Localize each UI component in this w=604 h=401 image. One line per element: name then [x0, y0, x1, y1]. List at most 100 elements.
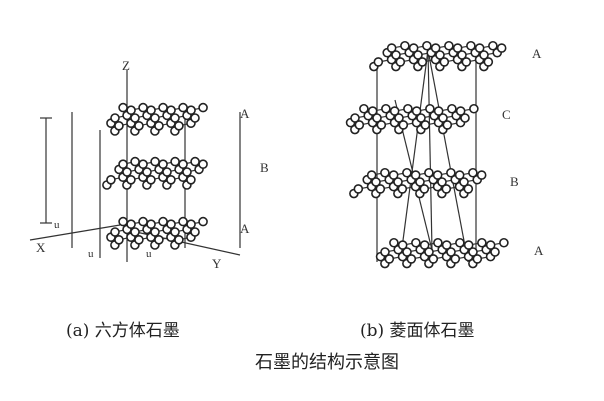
carbon-atom [174, 120, 184, 131]
carbon-atom [447, 103, 457, 114]
carbon-atom [381, 103, 391, 114]
carbon-atom [461, 57, 472, 67]
carbon-atom [198, 102, 208, 113]
carbon-atom [174, 234, 184, 245]
carbon-atom [433, 106, 444, 116]
carbon-atom [419, 240, 430, 250]
caption-hexagonal: (a) 六方体石墨 [66, 321, 180, 341]
carbon-atom [402, 167, 412, 178]
carbon-atom [496, 43, 507, 53]
layer-label-a-bottom: A [240, 221, 250, 236]
carbon-atom [106, 174, 116, 185]
carbon-atom [424, 247, 434, 257]
carbon-atom [425, 103, 435, 114]
carbon-atom [150, 156, 160, 167]
y-axis-line [126, 229, 241, 256]
carbon-atom [463, 240, 474, 250]
carbon-atom [417, 57, 428, 67]
carbon-atom [353, 184, 364, 194]
layer-label-a-bottom: A [534, 243, 544, 258]
carbon-atom [406, 254, 417, 264]
carbon-atom [397, 240, 408, 250]
carbon-atom [380, 247, 390, 257]
carbon-atom [468, 247, 478, 257]
layer-label-b: B [260, 160, 269, 175]
carbon-atom [126, 174, 136, 185]
carbon-atom [142, 167, 152, 177]
carbon-atom [446, 247, 456, 257]
carbon-atom [198, 216, 208, 227]
carbon-atom [479, 50, 489, 60]
carbon-atom [166, 219, 176, 230]
carbon-atom [424, 167, 434, 178]
carbon-atom [170, 156, 180, 167]
carbon-atom [186, 105, 196, 116]
carbon-atom [354, 120, 365, 130]
carbon-atom [457, 50, 467, 60]
carbon-atom [388, 170, 399, 180]
carbon-atom [186, 219, 196, 230]
carbon-atom [190, 113, 200, 123]
carbon-atom [438, 113, 448, 123]
carbon-atom [386, 43, 397, 53]
carbon-atom [118, 102, 128, 113]
carbon-atom [130, 113, 140, 123]
lattice-label-u: u [88, 248, 94, 260]
carbon-atom [198, 159, 208, 170]
carbon-atom [472, 254, 483, 264]
y-axis-label: Y [212, 256, 222, 271]
carbon-atom [130, 227, 140, 237]
rhombohedron-edge [427, 49, 469, 263]
carbon-atom [134, 120, 144, 131]
carbon-atom [442, 120, 453, 130]
carbon-atom [413, 50, 423, 60]
carbon-atom [395, 57, 406, 67]
layer-label-a-top: A [532, 46, 542, 61]
carbon-atom [490, 247, 500, 257]
carbon-atom [433, 237, 443, 248]
carbon-atom [415, 177, 425, 187]
carbon-atom [170, 113, 180, 123]
carbon-atom [158, 159, 168, 170]
carbon-atom [126, 219, 136, 230]
carbon-atom [158, 102, 168, 113]
carbon-atom [397, 184, 408, 194]
carbon-atom [114, 234, 124, 245]
carbon-atom [114, 120, 124, 131]
carbon-atom [178, 159, 188, 170]
lattice-label-u: u [54, 219, 60, 231]
carbon-atom [437, 177, 447, 187]
carbon-atom [372, 113, 382, 123]
carbon-atom [411, 106, 422, 116]
carbon-atom [138, 216, 148, 227]
carbon-atom [411, 237, 421, 248]
carbon-atom [474, 43, 485, 53]
carbon-atom [384, 254, 395, 264]
carbon-atom [376, 120, 387, 130]
carbon-atom [166, 105, 176, 116]
carbon-atom [499, 237, 509, 248]
carbon-atom [130, 156, 140, 167]
rhombohedron-edge [401, 49, 429, 249]
carbon-atom [459, 177, 469, 187]
carbon-atom [110, 227, 120, 237]
carbon-atom [373, 57, 384, 67]
carbon-atom [455, 106, 466, 116]
carbon-atom [170, 227, 180, 237]
caption-rhombohedral: (b) 菱面体石墨 [360, 321, 475, 341]
carbon-atom [178, 216, 188, 227]
carbon-atom [154, 120, 164, 131]
carbon-atom [146, 105, 156, 116]
carbon-atom [190, 156, 200, 167]
carbon-atom [408, 43, 419, 53]
carbon-atom [441, 240, 452, 250]
rhombohedron-edge [427, 49, 433, 251]
carbon-atom [410, 170, 421, 180]
carbon-atom [488, 40, 498, 51]
carbon-atom [371, 177, 381, 187]
carbon-atom [134, 234, 144, 245]
carbon-atom [477, 237, 487, 248]
carbon-atom [110, 113, 120, 123]
